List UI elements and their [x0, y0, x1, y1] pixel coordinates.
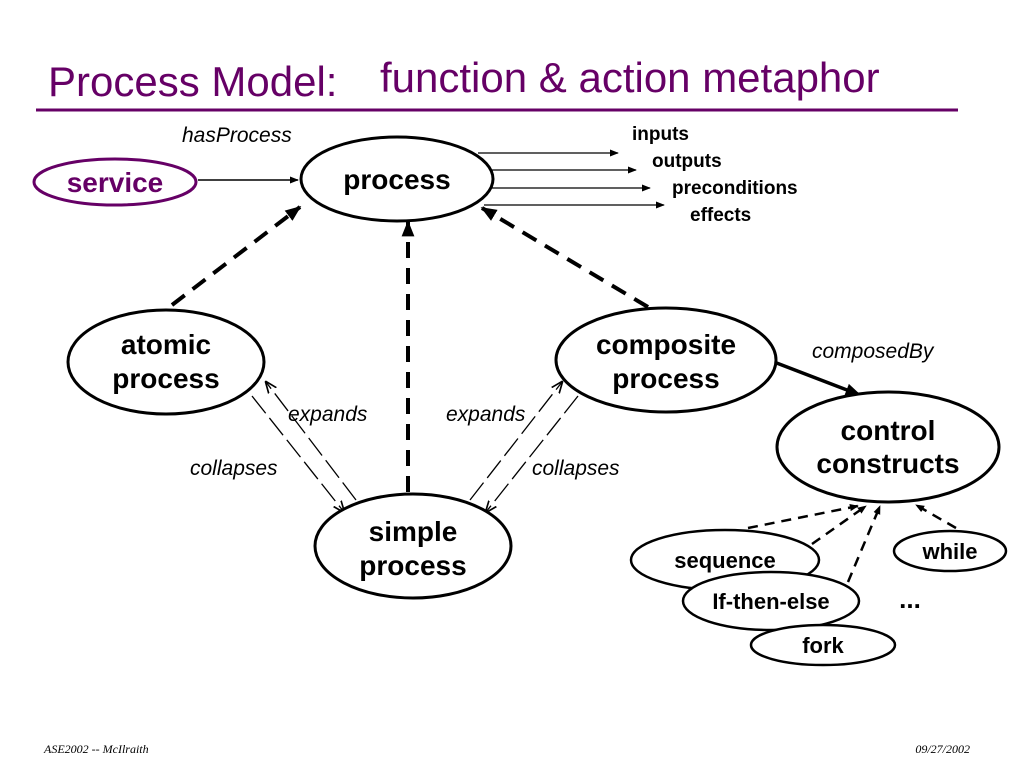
node-simple-label-line2: process	[359, 550, 466, 581]
node-atomic-process: atomic process	[66, 308, 266, 416]
io-effects: effects	[690, 205, 751, 226]
node-simple-label-line1: simple	[369, 516, 458, 547]
edge-composedby	[773, 360, 862, 397]
node-process-label: process	[343, 164, 450, 195]
edge-while-is-construct	[915, 503, 957, 530]
edge-collapses-right	[486, 395, 579, 512]
edge-label-expands-right: expands	[446, 403, 526, 426]
node-service-label: service	[67, 167, 164, 198]
io-inputs: inputs	[632, 124, 689, 145]
edge-label-collapses-left: collapses	[190, 457, 278, 480]
node-while: while	[892, 529, 1008, 573]
node-fork-label: fork	[802, 633, 844, 658]
node-control-label-line1: control	[841, 415, 936, 446]
node-fork: fork	[749, 623, 897, 667]
node-simple-process: simple process	[313, 492, 513, 600]
node-process: process	[299, 135, 495, 223]
edge-expands-left	[251, 395, 344, 512]
edge-composite-is-process	[480, 206, 650, 309]
node-service: service	[32, 157, 198, 207]
edge-atomic-is-process	[170, 205, 302, 307]
edge-sequence-is-construct	[747, 504, 859, 530]
title-part1: Process Model:	[48, 58, 337, 105]
node-composite-process: composite process	[554, 306, 778, 414]
node-composite-label-line1: composite	[596, 329, 736, 360]
node-composite-label-line2: process	[612, 363, 719, 394]
node-ifthenelse-label: If-then-else	[712, 589, 829, 614]
edge-label-composedby: composedBy	[812, 340, 935, 363]
edge-label-expands-left: expands	[288, 403, 368, 426]
edge-collapses-left	[266, 382, 357, 501]
io-preconditions: preconditions	[672, 178, 798, 199]
node-atomic-label-line1: atomic	[121, 329, 211, 360]
edge-ifthenelse-is-construct	[846, 505, 882, 583]
node-control-constructs: control constructs	[775, 390, 1001, 504]
edge-label-collapses-right: collapses	[532, 457, 620, 480]
node-sequence-label: sequence	[674, 548, 776, 573]
node-control-label-line2: constructs	[816, 448, 959, 479]
io-outputs: outputs	[652, 151, 722, 172]
footer-right: 09/27/2002	[915, 742, 970, 756]
footer-left: ASE2002 -- McIlraith	[43, 742, 149, 756]
edge-label-hasprocess: hasProcess	[182, 124, 292, 147]
edge-expands-right	[469, 382, 562, 501]
edge-fork-is-construct	[811, 504, 867, 546]
node-atomic-label-line2: process	[112, 363, 219, 394]
node-while-label: while	[921, 539, 977, 564]
node-ifthenelse: If-then-else	[681, 570, 861, 632]
title-part2: function & action metaphor	[380, 54, 880, 101]
more-constructs-ellipsis: ...	[899, 584, 921, 614]
